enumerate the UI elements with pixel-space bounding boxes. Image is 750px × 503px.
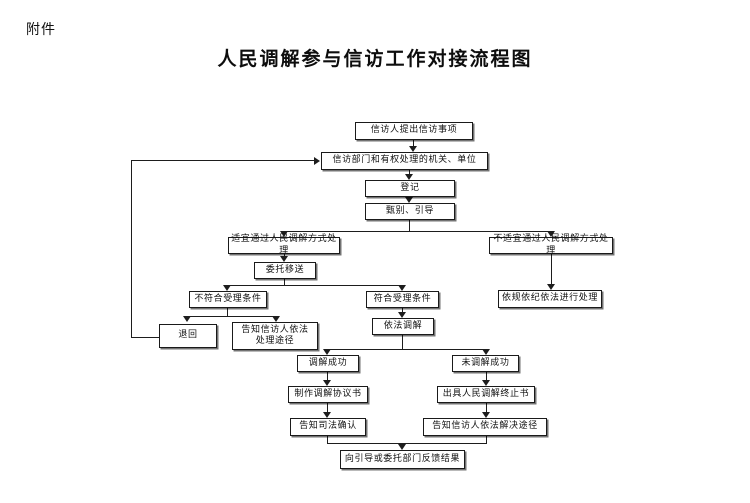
connector-n7-bus: [227, 285, 403, 286]
node-n4[interactable]: 甄别、引导: [365, 203, 455, 220]
connector-n6-n8: [551, 254, 552, 284]
connector-n18-merge: [327, 436, 328, 444]
arrowhead-n17: [482, 380, 490, 386]
connector-merge-bus: [327, 443, 487, 444]
arrowhead-n10: [398, 285, 406, 291]
arrowhead-n14: [323, 349, 331, 355]
arrowhead-n18: [323, 412, 331, 418]
page-title: 人民调解参与信访工作对接流程图: [217, 48, 533, 70]
connector-n13-stem: [402, 335, 403, 349]
connector-n4-stem: [409, 220, 410, 231]
node-n12[interactable]: 告知信访人依法 处理途径: [232, 322, 318, 350]
connector-n17-n19: [486, 403, 487, 412]
connector-n9-bus: [187, 316, 276, 317]
node-n14[interactable]: 调解成功: [297, 355, 359, 372]
node-n13[interactable]: 依法调解: [372, 318, 434, 335]
arrowhead-n6: [547, 231, 555, 237]
attachment-label: 附件: [26, 22, 56, 38]
node-n1[interactable]: 信访人提出信访事项: [355, 122, 473, 140]
connector-n9-stem: [227, 308, 228, 316]
arrowhead-n2: [409, 146, 417, 152]
arrowhead-n5: [280, 231, 288, 237]
arrowhead-n12: [272, 316, 280, 322]
arrowhead-n11: [183, 316, 191, 322]
connector-n7-stem: [284, 279, 285, 285]
arrowhead-n19: [482, 412, 490, 418]
arrowhead-n9: [223, 285, 231, 291]
connector-n1-n2: [413, 140, 414, 147]
arrowhead-n4: [405, 197, 413, 203]
node-n17[interactable]: 出具人民调解终止书: [437, 386, 535, 403]
node-n18[interactable]: 告知司法确认: [290, 418, 366, 436]
node-n15[interactable]: 未调解成功: [452, 355, 519, 372]
connector-n5-n7: [284, 254, 285, 257]
node-n19[interactable]: 告知信访人依法解决途径: [423, 418, 547, 436]
arrowhead-n20: [398, 444, 406, 450]
node-n6[interactable]: 不适宜通过人民调解方式处理: [489, 234, 613, 256]
node-n2[interactable]: 信访部门和有权处理的机关、单位: [321, 152, 488, 170]
connector-feedback-to-n2: [131, 160, 315, 161]
connector-n16-n18: [327, 403, 328, 412]
arrowhead-n15: [482, 349, 490, 355]
node-n3[interactable]: 登记: [365, 180, 455, 197]
arrowhead-n3: [405, 174, 413, 180]
connector-n4-bus: [284, 231, 551, 232]
connector-n2-n3: [409, 170, 410, 174]
arrowhead-n16: [323, 380, 331, 386]
node-n9[interactable]: 不符合受理条件: [189, 291, 267, 308]
node-n16[interactable]: 制作调解协议书: [288, 386, 368, 403]
connector-feedback-from-n11: [131, 337, 160, 338]
connector-n10-n13: [402, 308, 403, 312]
connector-n19-merge: [486, 436, 487, 444]
arrowhead-n7: [280, 256, 288, 262]
node-n5[interactable]: 适宜通过人民调解方式处理: [228, 234, 340, 256]
connector-n14-n16: [327, 372, 328, 380]
node-n8[interactable]: 依规依纪依法进行处理: [498, 290, 602, 308]
node-n11[interactable]: 退回: [159, 324, 217, 348]
connector-feedback-riser: [131, 160, 132, 338]
arrowhead-feedback: [314, 157, 320, 165]
node-n10[interactable]: 符合受理条件: [366, 291, 439, 308]
connector-n15-n17: [486, 372, 487, 380]
node-n7[interactable]: 委托移送: [254, 262, 316, 279]
arrowhead-n13: [398, 312, 406, 318]
arrowhead-n8: [547, 284, 555, 290]
connector-n13-bus: [327, 349, 486, 350]
node-n20[interactable]: 向引导或委托部门反馈结果: [340, 450, 465, 469]
